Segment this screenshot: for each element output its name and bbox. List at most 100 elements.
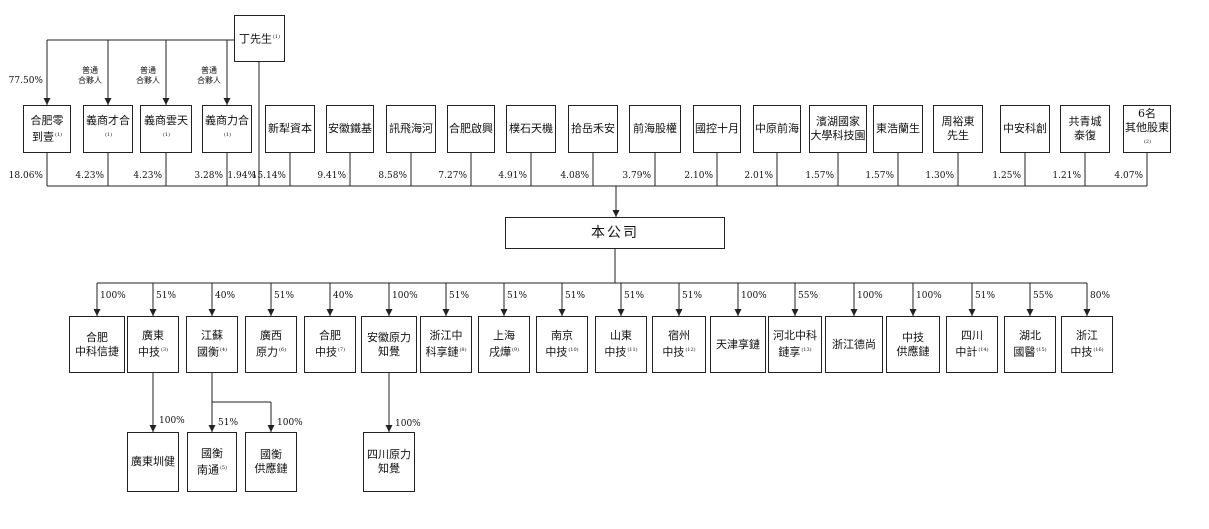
shareholder-box-16: 中安科創 xyxy=(1000,105,1050,153)
subsidiary-pct-13: 100% xyxy=(857,291,883,301)
subsidiary-box-11-label: 天津享鏈 xyxy=(716,337,760,351)
shareholder-box-2-footnote: (1) xyxy=(162,131,171,138)
subsidiary-box-9-label: 山東 中技 xyxy=(604,329,632,359)
subsidiary-box-9: 山東 中技(11) xyxy=(595,316,647,373)
shareholder-box-9: 拾岳禾安 xyxy=(568,105,618,153)
subsidiary-arrow-13 xyxy=(850,309,858,316)
subsidiary-pct-5: 100% xyxy=(392,291,418,301)
shareholder-pct-2: 4.23% xyxy=(133,171,162,181)
shareholder-box-10: 前海股權 xyxy=(629,105,681,153)
subsidiary-pct-0: 100% xyxy=(100,291,126,301)
top-person-box-footnote: (1) xyxy=(272,34,281,41)
shareholder-pct-12: 2.01% xyxy=(744,171,773,181)
shareholder-box-2: 義商雲天 (1) xyxy=(140,105,192,153)
subsidiary-arrow-3 xyxy=(267,309,275,316)
person-partner-arrow-1 xyxy=(104,98,112,105)
person-partner-arrow-0 xyxy=(43,98,51,105)
subsidiary-box-4: 合肥 中技(7) xyxy=(304,316,356,373)
shareholder-box-3: 義商力合 (1) xyxy=(202,105,252,153)
shareholder-box-3-footnote: (1) xyxy=(223,131,232,138)
subsidiary-pct-11: 100% xyxy=(741,291,767,301)
subsidiary-box-10-footnote: (12) xyxy=(685,347,696,354)
subsidiary-arrow-0 xyxy=(93,309,101,316)
subsidiary-box-13-label: 浙江德尚 xyxy=(832,337,876,351)
subsidiary-pct-6: 51% xyxy=(449,291,470,301)
subsidiary-arrow-17 xyxy=(1083,309,1091,316)
subsidiary-box-2: 江蘇 國衡(4) xyxy=(186,316,238,373)
subsidiary-box-3: 廣西 原力(6) xyxy=(245,316,297,373)
subsidiary-pct-10: 51% xyxy=(682,291,703,301)
subsidiary-box-5-label: 安徽原力 知覺 xyxy=(367,330,411,358)
shareholder-pct-7: 7.27% xyxy=(438,171,467,181)
subsidiary-arrow-9 xyxy=(617,309,625,316)
subsidiary-box-12-label: 河北中科 鏈享 xyxy=(773,329,817,359)
shareholder-pct-4: 15.14% xyxy=(251,171,286,181)
shareholder-box-13: 濱湖國家 大學科技園 xyxy=(809,105,867,153)
subsidiary-pct-17: 80% xyxy=(1090,291,1111,301)
subsidiary-box-17-label: 浙江 中技 xyxy=(1070,329,1098,359)
person-link-note-1: 普通 合夥人 xyxy=(78,66,102,85)
subsidiary-box-8: 南京 中技(10) xyxy=(536,316,588,373)
shareholder-box-14-label: 東浩蘭生 xyxy=(876,122,920,135)
shareholder-box-15-label: 周裕東 先生 xyxy=(941,115,975,142)
shareholder-box-2-label: 義商雲天 xyxy=(144,113,188,127)
shareholder-box-14: 東浩蘭生 xyxy=(873,105,923,153)
subsidiary-pct-9: 51% xyxy=(624,291,645,301)
person-partner-arrow-2 xyxy=(162,98,170,105)
subsidiary-arrow-15 xyxy=(968,309,976,316)
subsidiary-box-15-label: 四川 中計 xyxy=(955,329,983,359)
subsidiary-box-8-footnote: (10) xyxy=(568,347,579,354)
subsidiary-box-0-label: 合肥 中科信捷 xyxy=(75,330,119,358)
shareholder-pct-17: 1.21% xyxy=(1052,171,1081,181)
shareholder-pct-18: 4.07% xyxy=(1114,171,1143,181)
subsidiary-pct-8: 51% xyxy=(565,291,586,301)
subsidiary-arrow-10 xyxy=(675,309,683,316)
shareholder-pct-13: 1.57% xyxy=(805,171,834,181)
bus-to-company-arrow xyxy=(612,210,620,217)
shareholder-box-17-label: 共青城 泰復 xyxy=(1068,115,1102,142)
shareholder-box-12-label: 中原前海 xyxy=(755,122,799,135)
shareholder-box-15: 周裕東 先生 xyxy=(933,105,983,153)
shareholder-box-4-label: 新犁資本 xyxy=(268,122,312,135)
subsidiary-pct-15: 51% xyxy=(975,291,996,301)
shareholder-box-7-label: 合肥啟興 xyxy=(449,122,493,135)
shareholder-box-9-label: 拾岳禾安 xyxy=(571,122,615,135)
shareholder-box-3-label: 義商力合 xyxy=(205,113,249,127)
subsidiary-box-1-footnote: (3) xyxy=(160,347,169,354)
shareholder-box-1-label: 義商才合 xyxy=(86,113,130,127)
shareholder-box-5: 安徽鐵基 xyxy=(326,105,374,153)
subsidiary-box-16-label: 湖北 國醫 xyxy=(1013,329,1041,359)
subsidiary-box-12-footnote: (13) xyxy=(801,347,812,354)
shareholder-box-0-label: 合肥零 到壹 xyxy=(30,113,64,144)
shareholder-box-7: 合肥啟興 xyxy=(447,105,495,153)
shareholder-box-1-footnote: (1) xyxy=(104,131,113,138)
subsidiary-arrow-14 xyxy=(909,309,917,316)
sub-subsidiary-box-1-footnote: (5) xyxy=(219,464,228,471)
subsidiary-box-17: 浙江 中技(16) xyxy=(1061,316,1113,373)
shareholder-pct-9: 4.08% xyxy=(560,171,589,181)
top-person-box-label: 丁先生 xyxy=(238,32,272,46)
subsidiary-arrow-5 xyxy=(385,309,393,316)
shareholder-pct-16: 1.25% xyxy=(992,171,1021,181)
shareholder-box-17: 共青城 泰復 xyxy=(1060,105,1110,153)
subsidiary-arrow-6 xyxy=(442,309,450,316)
subsidiary-arrow-11 xyxy=(734,309,742,316)
sub-subsidiary-box-2-label: 國衡 供應鏈 xyxy=(254,448,288,475)
sub-subsidiary-box-1: 國衡 南通(5) xyxy=(187,432,237,492)
sub-subsidiary-pct-2: 100% xyxy=(277,418,303,428)
subsidiary-box-3-footnote: (6) xyxy=(278,347,287,354)
shareholder-pct-10: 3.79% xyxy=(622,171,651,181)
subsub-arrow-1 xyxy=(208,425,216,432)
person-direct-pct: 1.94% xyxy=(227,171,256,181)
sub-subsidiary-box-3: 四川原力 知覺 xyxy=(363,432,415,492)
sub-subsidiary-pct-1: 51% xyxy=(218,418,239,428)
sub-subsidiary-box-1-label: 國衡 南通 xyxy=(196,446,223,477)
subsidiary-box-1-label: 廣東 中技 xyxy=(137,329,164,359)
shareholder-pct-11: 2.10% xyxy=(684,171,713,181)
subsidiary-box-4-footnote: (7) xyxy=(337,347,346,354)
subsidiary-box-16-footnote: (15) xyxy=(1036,347,1047,354)
subsub-arrow-0 xyxy=(149,425,157,432)
subsidiary-box-4-label: 合肥 中技 xyxy=(314,329,341,359)
subsidiary-box-2-footnote: (4) xyxy=(219,347,228,354)
